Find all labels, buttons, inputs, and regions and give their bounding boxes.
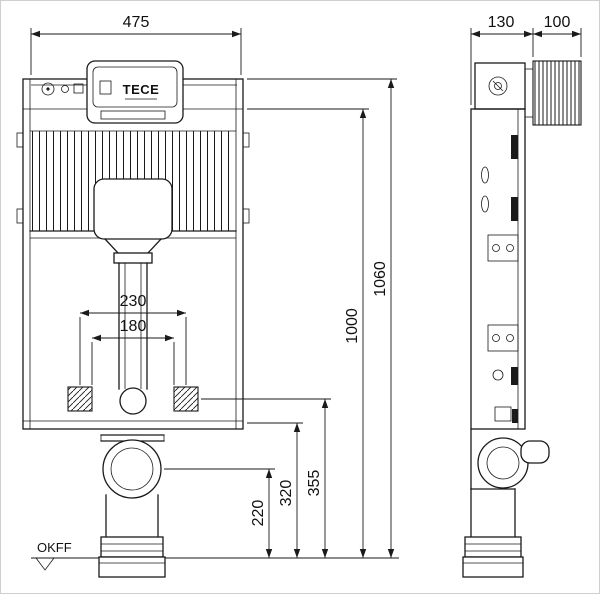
- flush-bend-housing: [93, 178, 173, 240]
- dim-overall-width: 475: [123, 14, 150, 31]
- slot: [481, 195, 489, 213]
- dim-frame-height: 1000: [344, 308, 361, 344]
- rail-detail: [511, 135, 518, 159]
- datum-triangle-icon: [35, 557, 55, 571]
- side-body-outline: [470, 108, 526, 430]
- fitting: [73, 83, 84, 94]
- side-pipe-coupling: [464, 536, 522, 558]
- front-view: TECE OKFF: [16, 60, 399, 578]
- wall-connection-hatch: [532, 60, 582, 126]
- flush-pipe-section: [119, 387, 147, 415]
- access-box: TECE: [86, 60, 184, 124]
- fixing-bracket-left: [67, 386, 93, 412]
- brand-mark-icon: [99, 80, 112, 95]
- bracket-plate: [487, 324, 519, 352]
- water-inlet-symbol: [41, 82, 55, 96]
- frame-tab: [242, 132, 250, 148]
- foot-detail: [494, 406, 512, 422]
- frame-tab: [242, 208, 250, 224]
- side-dimensions: 130 100: [470, 14, 582, 105]
- rail-detail: [511, 367, 518, 385]
- front-dimensions: 475 230 180 220 320 355 1000: [30, 14, 397, 558]
- dim-wall-offset: 100: [544, 14, 571, 31]
- dim-total-height: 1060: [372, 261, 389, 297]
- valve-symbol: [61, 85, 69, 93]
- side-view: [462, 60, 582, 578]
- pipe-coupling: [100, 536, 164, 558]
- fixing-bracket-right: [173, 386, 199, 412]
- side-top-box: [474, 62, 526, 110]
- drain-elbow: [102, 439, 162, 499]
- pipe-flange: [98, 556, 166, 578]
- dim-outlet-height: 220: [250, 500, 267, 527]
- rail-detail: [511, 197, 518, 221]
- dim-fixing-inner: 180: [120, 318, 147, 335]
- dim-height-320: 320: [278, 480, 295, 507]
- slot: [481, 166, 489, 184]
- dim-height-355: 355: [306, 470, 323, 497]
- frame-tab: [16, 208, 24, 224]
- side-drain-elbow: [477, 437, 529, 489]
- dim-depth: 130: [488, 14, 515, 31]
- pipe-collar: [113, 252, 153, 264]
- supply-connection-symbol: [488, 76, 508, 96]
- fixing-hole: [492, 369, 504, 381]
- brand-logo: TECE: [123, 82, 160, 97]
- side-pipe-flange: [462, 556, 524, 578]
- flush-plate-slot: [100, 110, 166, 120]
- bracket-plate: [487, 234, 519, 262]
- dim-fixing-outer: 230: [120, 293, 147, 310]
- pan-connector-stub: [520, 440, 550, 464]
- frame-tab: [16, 132, 24, 148]
- rail-detail: [512, 409, 518, 423]
- floor-level-label: OKFF: [37, 540, 72, 555]
